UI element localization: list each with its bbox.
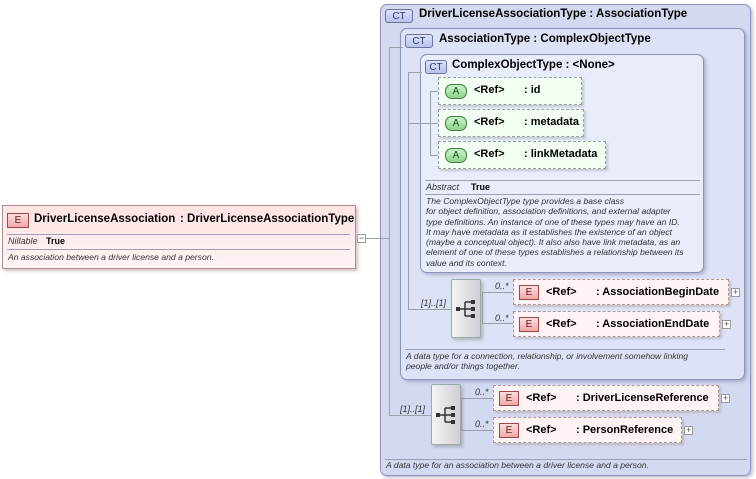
element-icon: E [7,213,29,228]
description-line: It may have metadata as it establishes t… [426,226,673,237]
outer-sequence-compositor[interactable] [431,384,461,445]
expand-toggle[interactable]: + [684,425,693,435]
element-ref: <Ref> [546,286,577,298]
outer-type-title: DriverLicenseAssociationType : Associati… [419,8,688,20]
complex-type-icon: CT [385,9,413,23]
mid-sequence-cardinality: [1]..[1] [421,298,447,308]
connector-line [408,123,430,124]
root-element-name: DriverLicenseAssociation [34,213,176,225]
connector-line [389,415,431,416]
connector-line [389,47,403,48]
sequence-icon [456,300,475,318]
attribute-name: : linkMetadata [524,148,598,160]
element-association-end-date[interactable]: E <Ref> : AssociationEndDate [513,311,720,337]
connector-line [482,292,483,323]
connector-line [408,309,451,310]
outer-sequence-cardinality: [1]..[1] [400,404,426,414]
root-element-box[interactable]: E DriverLicenseAssociation : DriverLicen… [2,205,356,269]
root-element-type: : DriverLicenseAssociationType [180,213,355,225]
element-name: : PersonReference [576,424,674,436]
attribute-icon: A [445,148,467,163]
attribute-ref: <Ref> [474,148,505,160]
element-name: : AssociationBeginDate [596,286,720,298]
mid-description-divider [405,349,725,350]
inner-description-divider [425,194,700,195]
attribute-ref: <Ref> [474,84,505,96]
mid-type-description-line2: people and/or things together. [406,361,520,371]
connector-line [482,292,513,293]
element-cardinality: 0..* [475,387,489,397]
connector-line [461,398,462,430]
inner-type-title: ComplexObjectType : <None> [452,59,615,71]
element-ref: <Ref> [526,424,557,436]
element-association-begin-date[interactable]: E <Ref> : AssociationBeginDate [513,279,729,305]
expand-toggle[interactable]: + [731,287,740,297]
connector-line [389,47,390,416]
expand-toggle[interactable]: + [721,393,730,403]
abstract-label: Abstract [426,182,460,192]
element-icon: E [499,423,519,438]
nillable-value: True [46,236,66,246]
connector-line [461,398,493,399]
element-icon: E [519,285,539,300]
element-ref: <Ref> [546,318,577,330]
attribute-name: : id [524,84,541,96]
element-name: : AssociationEndDate [596,318,710,330]
connector-line [430,91,438,92]
description-line: (maybe a conceptual object). It also als… [426,237,681,248]
root-divider-1 [7,234,350,235]
element-name: : DriverLicenseReference [576,392,709,404]
connector-line [408,72,409,310]
attribute-name: : metadata [524,116,580,128]
element-icon: E [519,317,539,332]
root-divider-2 [7,249,350,250]
description-line: The ComplexObjectType type provides a ba… [426,196,625,206]
element-cardinality: 0..* [495,313,509,323]
element-icon: E [499,391,519,406]
inner-type-description: The ComplexObjectType type provides a ba… [426,196,702,268]
element-person-reference[interactable]: E <Ref> : PersonReference [493,417,682,443]
attribute-link-metadata[interactable]: A <Ref> : linkMetadata [438,141,606,169]
description-line: for object definition, association defin… [426,206,671,217]
description-line: element of one of these types establishe… [426,247,684,258]
element-ref: <Ref> [526,392,557,404]
mid-sequence-compositor[interactable] [451,279,481,338]
mid-type-description-line1: A data type for a connection, relationsh… [406,351,688,361]
connector-line [482,323,513,324]
connector-line [366,238,390,239]
outer-type-description: A data type for an association between a… [386,460,649,470]
element-driver-license-reference[interactable]: E <Ref> : DriverLicenseReference [493,385,719,411]
connector-line [430,155,438,156]
root-element-description: An association between a driver license … [8,252,214,262]
connector-line [430,123,438,124]
outer-description-divider [385,459,747,460]
sequence-icon [436,406,455,424]
attribute-id[interactable]: A <Ref> : id [438,77,582,105]
connector-line [408,72,422,73]
description-line: type definitions. An instance of one of … [426,216,680,227]
complex-type-icon: CT [425,60,447,74]
nillable-label: Nillable [8,236,38,246]
attribute-icon: A [445,116,467,131]
inner-abstract-divider [425,180,700,181]
complex-type-icon: CT [405,34,433,48]
element-cardinality: 0..* [495,281,509,291]
attribute-metadata[interactable]: A <Ref> : metadata [438,109,584,137]
mid-type-title: AssociationType : ComplexObjectType [439,33,651,45]
abstract-value: True [471,182,491,192]
element-cardinality: 0..* [475,419,489,429]
attribute-ref: <Ref> [474,116,505,128]
attribute-icon: A [445,84,467,99]
description-line: value and its context. [426,257,507,268]
connector-line [461,430,493,431]
collapse-toggle[interactable]: − [357,233,366,243]
expand-toggle[interactable]: + [722,319,731,329]
